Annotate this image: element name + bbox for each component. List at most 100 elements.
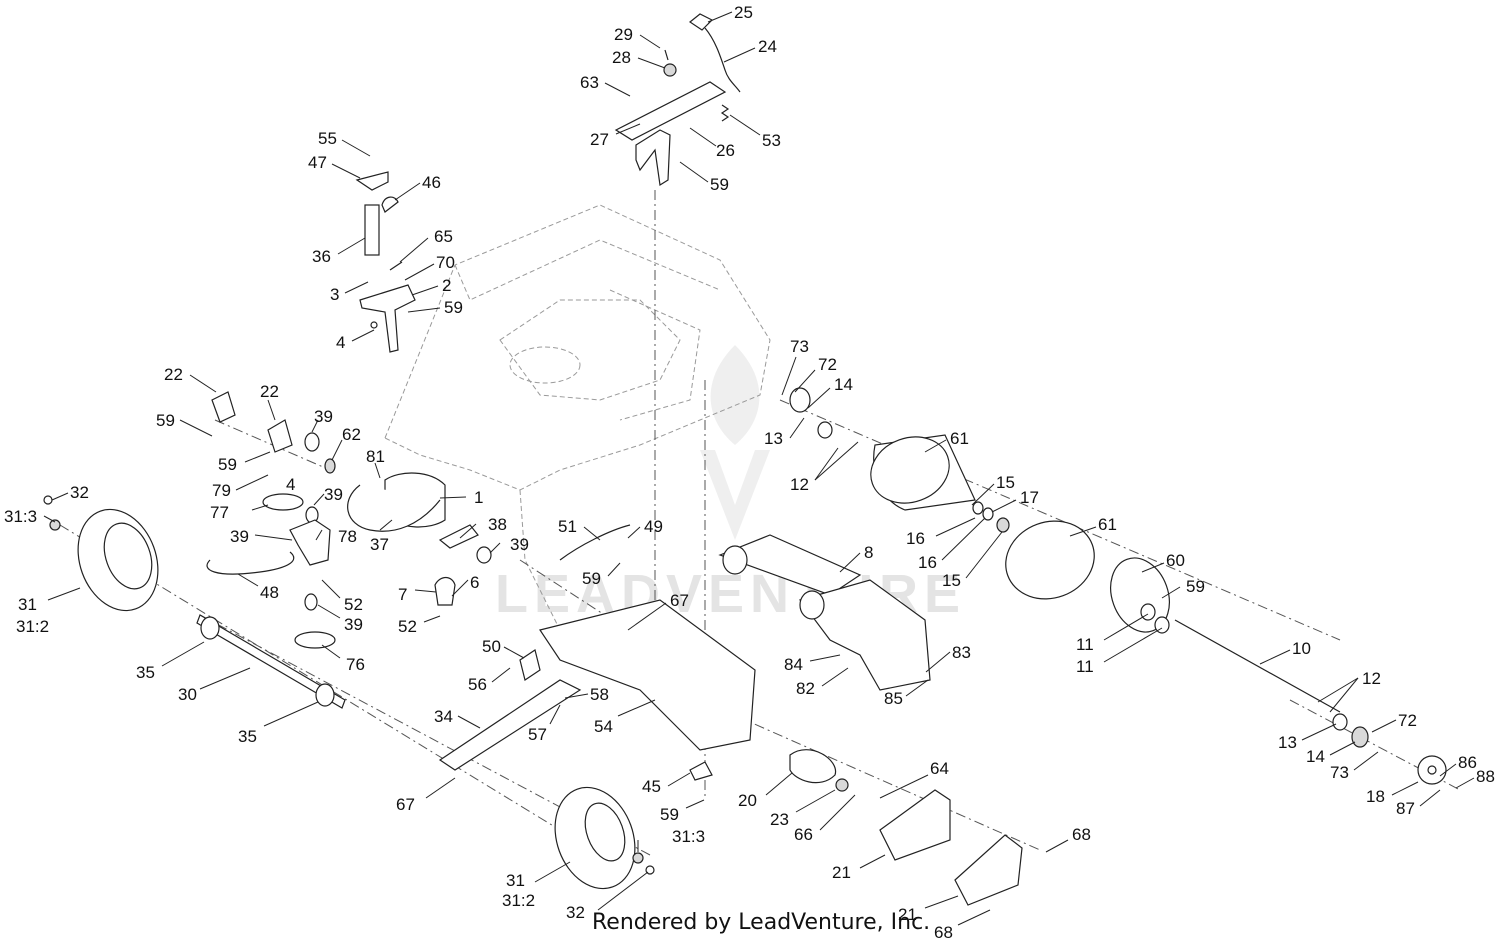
watermark-flame-icon bbox=[710, 345, 760, 445]
bracket-50 bbox=[519, 649, 541, 681]
callout-24: 24 bbox=[758, 37, 777, 56]
callout-36: 36 bbox=[312, 247, 331, 266]
wheel-hub-right bbox=[584, 802, 626, 862]
callout-59-clip: 59 bbox=[660, 805, 679, 824]
callout-27: 27 bbox=[590, 130, 609, 149]
callout-7: 7 bbox=[398, 585, 407, 604]
callout-4-lower: 4 bbox=[286, 475, 295, 494]
clip-46 bbox=[381, 196, 399, 213]
callout-55: 55 bbox=[318, 129, 337, 148]
callout-4-upper: 4 bbox=[336, 333, 345, 352]
callout-62: 62 bbox=[342, 425, 361, 444]
bearing-14-upper bbox=[789, 387, 811, 413]
callout-14-upper: 14 bbox=[834, 375, 853, 394]
bolt-32-left bbox=[43, 495, 53, 505]
callout-50: 50 bbox=[482, 637, 501, 656]
callout-78: 78 bbox=[338, 527, 357, 546]
callout-14-lower: 14 bbox=[1306, 747, 1325, 766]
callout-22b: 22 bbox=[260, 382, 279, 401]
callout-88: 88 bbox=[1476, 767, 1495, 786]
washer-31-3-left bbox=[49, 519, 61, 531]
callout-8: 8 bbox=[864, 543, 873, 562]
callout-39-b: 39 bbox=[324, 485, 343, 504]
callout-34: 34 bbox=[434, 707, 453, 726]
collar-11a bbox=[1140, 603, 1156, 621]
callout-17: 17 bbox=[1020, 488, 1039, 507]
callout-18: 18 bbox=[1366, 787, 1385, 806]
callout-39-c: 39 bbox=[230, 527, 249, 546]
bushing-35a bbox=[200, 616, 220, 640]
callout-68-b: 68 bbox=[934, 923, 953, 942]
washer-16a bbox=[982, 507, 994, 521]
wheel-hub-left bbox=[103, 522, 153, 590]
callout-67-lower: 67 bbox=[396, 795, 415, 814]
callout-64: 64 bbox=[930, 759, 949, 778]
callout-31-2-right: 31:2 bbox=[502, 891, 535, 910]
washer-15a bbox=[972, 501, 984, 515]
callout-38: 38 bbox=[488, 515, 507, 534]
pulley-77 bbox=[262, 493, 304, 511]
bearing-62 bbox=[324, 458, 336, 474]
rear-wheel-right bbox=[554, 786, 655, 890]
callout-47: 47 bbox=[308, 153, 327, 172]
collar-11b bbox=[1154, 616, 1170, 634]
bracket-2 bbox=[359, 284, 416, 353]
callout-12-lower: 12 bbox=[1362, 669, 1381, 688]
callout-59-bracket: 59 bbox=[444, 298, 463, 317]
callout-63: 63 bbox=[580, 73, 599, 92]
rear-axle-assembly bbox=[196, 614, 346, 709]
callout-39-e: 39 bbox=[344, 615, 363, 634]
callout-60: 60 bbox=[1166, 551, 1185, 570]
chain-20 bbox=[789, 749, 837, 784]
cylinder-36 bbox=[364, 204, 380, 256]
callout-13-lower: 13 bbox=[1278, 733, 1297, 752]
callout-46: 46 bbox=[422, 173, 441, 192]
callout-49: 49 bbox=[644, 517, 663, 536]
callout-61-b: 61 bbox=[1098, 515, 1117, 534]
lever-rod bbox=[704, 27, 741, 93]
callout-59-drive-a: 59 bbox=[156, 411, 175, 430]
lever-bracket bbox=[614, 81, 727, 141]
clip-45 bbox=[689, 761, 713, 781]
callout-72-upper: 72 bbox=[818, 355, 837, 374]
transmission-assembly bbox=[206, 472, 492, 649]
callout-35-a: 35 bbox=[136, 663, 155, 682]
cover-21b bbox=[954, 834, 1023, 906]
assembly-centerlines bbox=[59, 190, 1461, 856]
cover-21a bbox=[879, 789, 951, 861]
callout-31-left: 31 bbox=[18, 595, 37, 614]
drive-frame-assembly bbox=[438, 524, 1023, 906]
callout-22a: 22 bbox=[164, 365, 183, 384]
callout-59-lever: 59 bbox=[710, 175, 729, 194]
watermark-v-icon bbox=[700, 450, 770, 540]
callout-86: 86 bbox=[1458, 753, 1477, 772]
callout-31-2-left: 31:2 bbox=[16, 617, 49, 636]
washer-13-lower bbox=[1332, 713, 1348, 731]
callout-76: 76 bbox=[346, 655, 365, 674]
upper-control-bracket-assembly bbox=[355, 171, 416, 353]
pin-65 bbox=[389, 261, 403, 271]
callout-83: 83 bbox=[952, 643, 971, 662]
callout-16-a: 16 bbox=[906, 529, 925, 548]
callout-54: 54 bbox=[594, 717, 613, 736]
bearing-39a bbox=[304, 432, 320, 452]
callout-3: 3 bbox=[330, 285, 339, 304]
gearcase-78 bbox=[289, 519, 331, 566]
callout-48: 48 bbox=[260, 583, 279, 602]
spring-51 bbox=[559, 524, 631, 561]
callout-73-upper: 73 bbox=[790, 337, 809, 356]
callout-66: 66 bbox=[794, 825, 813, 844]
sprocket-23 bbox=[835, 778, 849, 792]
callout-21-b: 21 bbox=[898, 905, 917, 924]
callout-32-left: 32 bbox=[70, 483, 89, 502]
rear-roller-assembly bbox=[789, 387, 1447, 785]
rear-wheel-left bbox=[43, 495, 159, 612]
callout-31-3-right: 31:3 bbox=[672, 827, 705, 846]
bracket-38 bbox=[438, 524, 479, 549]
belt-37 bbox=[347, 484, 441, 532]
callout-68-a: 68 bbox=[1072, 825, 1091, 844]
callout-15-b: 15 bbox=[942, 571, 961, 590]
callout-20: 20 bbox=[738, 791, 757, 810]
bracket-47 bbox=[355, 171, 389, 191]
